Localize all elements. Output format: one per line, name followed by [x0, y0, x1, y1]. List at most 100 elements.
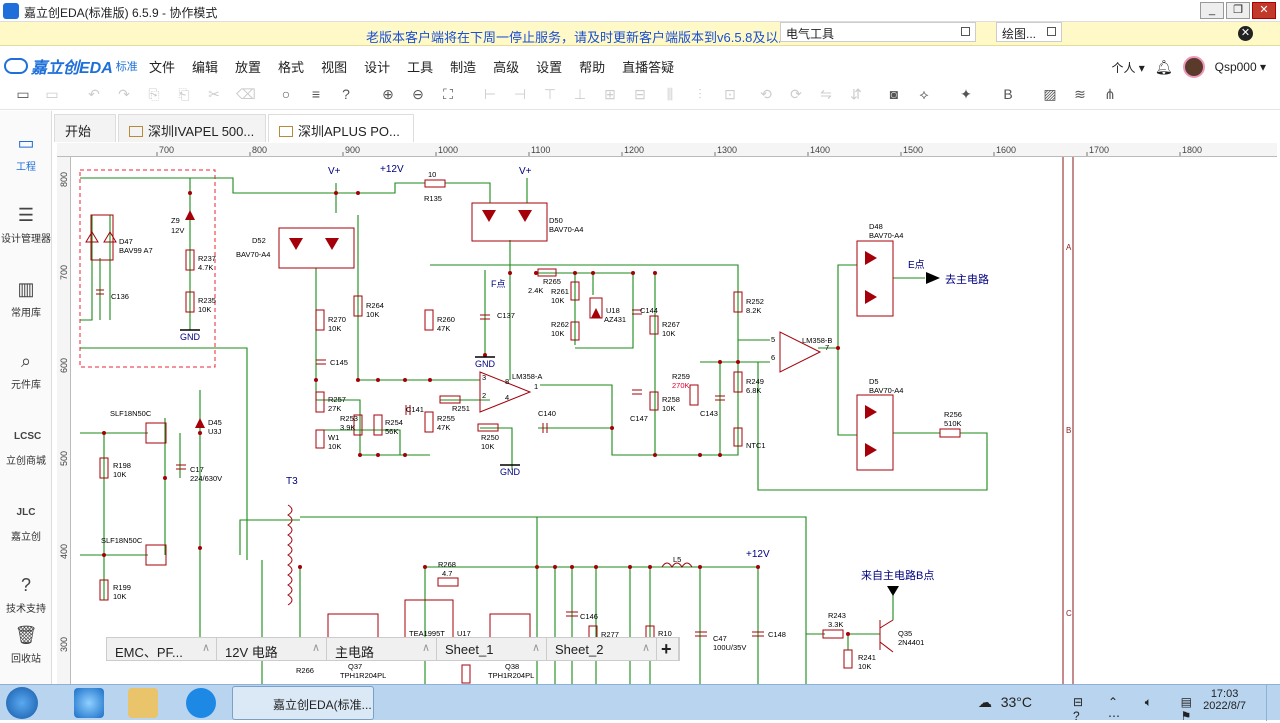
rotate-left-icon[interactable]: ⟲ [760, 86, 772, 102]
ie-icon[interactable] [74, 688, 104, 718]
chevron-up-icon[interactable]: ∧ [421, 642, 430, 654]
part-value: 10K [113, 470, 126, 479]
panel-maximize-icon[interactable] [961, 27, 970, 36]
schematic-drawing[interactable]: A B C [71, 157, 1277, 684]
tab-ivapel[interactable]: 深圳IVAPEL 500... [118, 114, 266, 142]
chevron-up-icon[interactable]: ∧ [311, 642, 320, 654]
menu-live-qa[interactable]: 直播答疑 [622, 60, 675, 75]
menu-help[interactable]: 帮助 [579, 60, 606, 75]
part-designator: C144 [640, 306, 658, 315]
file-explorer-icon[interactable] [128, 688, 158, 718]
delete-icon[interactable]: ⌫ [236, 86, 256, 102]
image-export-icon[interactable]: ▨ [1043, 86, 1057, 102]
menu-format[interactable]: 格式 [278, 60, 305, 75]
align-grid-icon[interactable]: ⊡ [724, 86, 736, 102]
restore-button[interactable]: ❐ [1226, 2, 1250, 19]
align-center-v-icon[interactable]: ⊟ [634, 86, 646, 102]
rotate-right-icon[interactable]: ⟳ [790, 86, 802, 102]
menu-fabrication[interactable]: 制造 [450, 60, 477, 75]
copy-icon[interactable]: ⎘ [148, 86, 160, 102]
sheet-tab-sheet2[interactable]: Sheet_2∧ [547, 638, 657, 660]
bell-icon[interactable]: 🔔︎ [1154, 58, 1173, 75]
user-menu[interactable]: Qsp000 ▾ [1214, 60, 1266, 74]
align-top-icon[interactable]: ⊤ [543, 86, 557, 102]
volume-icon[interactable]: 🔈︎ [1144, 695, 1152, 709]
align-right-icon[interactable]: ⊣ [513, 86, 527, 102]
update-notice-text[interactable]: 老版本客户端将在下周一停止服务，请及时更新客户端版本到v6.5.8及以上 [366, 30, 780, 45]
cut-icon[interactable]: ✂ [208, 86, 220, 102]
save-icon[interactable]: ▭ [45, 86, 59, 102]
bom-icon[interactable]: B [1003, 86, 1013, 102]
snapshot-icon[interactable]: ◙ [889, 86, 899, 102]
menu-view[interactable]: 视图 [321, 60, 348, 75]
menu-advanced[interactable]: 高级 [493, 60, 520, 75]
weather-temp[interactable]: 33°C [1000, 694, 1032, 710]
sidebar-item-project[interactable]: ▭工程 [0, 131, 52, 173]
workspace-select[interactable]: 个人 ▾ [1111, 60, 1145, 75]
network-icon[interactable]: ▤ ⚑ [1180, 695, 1192, 723]
minimize-button[interactable]: _ [1200, 2, 1224, 19]
chevron-up-icon[interactable]: ∧ [531, 642, 540, 654]
flip-h-icon[interactable]: ⇋ [820, 86, 832, 102]
zoom-out-icon[interactable]: ⊖ [412, 86, 424, 102]
share-icon[interactable]: ⋔ [1104, 86, 1116, 102]
new-file-icon[interactable]: ▭ [16, 86, 30, 102]
close-circle-icon[interactable]: ✕ [1238, 26, 1253, 41]
sheet-tab-main-circuit[interactable]: 主电路∧ [327, 638, 437, 660]
sheet-tab-emc[interactable]: EMC、PF...∧ [107, 638, 217, 660]
paste-icon[interactable]: ⎗ [178, 86, 190, 102]
chevron-up-icon[interactable]: ∧ [641, 642, 650, 654]
align-bottom-icon[interactable]: ⊥ [573, 86, 587, 102]
find-replace-icon[interactable]: ≡ [311, 86, 321, 102]
sheet-tab-sheet1[interactable]: Sheet_1∧ [437, 638, 547, 660]
electrical-tools-panel[interactable]: 电气工具 [780, 22, 976, 42]
menu-edit[interactable]: 编辑 [192, 60, 219, 75]
tab-start[interactable]: 开始 [54, 114, 116, 142]
drawing-tools-panel[interactable]: 绘图... [996, 22, 1062, 42]
help-cursor-icon[interactable]: ? [342, 86, 350, 102]
sidebar-item-design-manager[interactable]: ☰设计管理器 [0, 203, 52, 245]
sidebar-item-recycle-bin[interactable]: 🗑︎回收站 [0, 623, 52, 665]
show-desktop-button[interactable] [1266, 685, 1280, 721]
search-icon[interactable]: ○ [281, 86, 291, 102]
part-designator: Z9 [171, 216, 180, 225]
layers-shortcut-icon[interactable]: ⟡ [919, 86, 929, 102]
sidebar-item-tech-support[interactable]: ?技术支持 [0, 573, 52, 615]
close-window-button[interactable]: ✕ [1252, 2, 1276, 19]
zoom-in-icon[interactable]: ⊕ [382, 86, 394, 102]
panel-maximize-icon[interactable] [1047, 27, 1056, 36]
distribute-h-icon[interactable]: ⫼ [666, 86, 674, 102]
schematic-canvas[interactable]: A B C [71, 157, 1277, 684]
menu-settings[interactable]: 设置 [536, 60, 563, 75]
sheet-tab-12v[interactable]: 12V 电路∧ [217, 638, 327, 660]
menu-file[interactable]: 文件 [149, 60, 176, 75]
redo-icon[interactable]: ↷ [118, 86, 130, 102]
align-center-h-icon[interactable]: ⊞ [604, 86, 616, 102]
chevron-up-icon[interactable]: ∧ [201, 642, 210, 654]
part-designator: C146 [580, 612, 598, 621]
design-check-icon[interactable]: ✦ [960, 86, 972, 102]
menu-tools[interactable]: 工具 [407, 60, 434, 75]
start-button[interactable] [6, 687, 38, 719]
align-left-icon[interactable]: ⊢ [483, 86, 497, 102]
sogou-icon[interactable] [186, 688, 216, 718]
tab-aplus[interactable]: 深圳APLUS PO... [268, 114, 414, 142]
sidebar-item-common-library[interactable]: ▥常用库 [0, 277, 52, 319]
menu-design[interactable]: 设计 [364, 60, 391, 75]
ime-icon[interactable]: ⊟ ? [1072, 695, 1083, 723]
menu-place[interactable]: 放置 [235, 60, 262, 75]
flip-v-icon[interactable]: ⇵ [850, 86, 862, 102]
tray-expand-icon[interactable]: ⌃ ⋯ [1108, 695, 1120, 723]
layers-icon[interactable]: ≋ [1074, 86, 1086, 102]
part-designator: R250 [481, 433, 499, 442]
taskbar-app-jlceda[interactable]: 嘉立创EDA(标准... [232, 686, 374, 720]
distribute-v-icon[interactable]: ⫶ [698, 86, 702, 102]
undo-icon[interactable]: ↶ [88, 86, 100, 102]
sidebar-item-component-library[interactable]: ⌕元件库 [0, 349, 52, 391]
avatar[interactable] [1182, 56, 1205, 78]
fit-view-icon[interactable]: ⛶ [443, 86, 453, 102]
add-sheet-button[interactable]: + [657, 638, 679, 660]
